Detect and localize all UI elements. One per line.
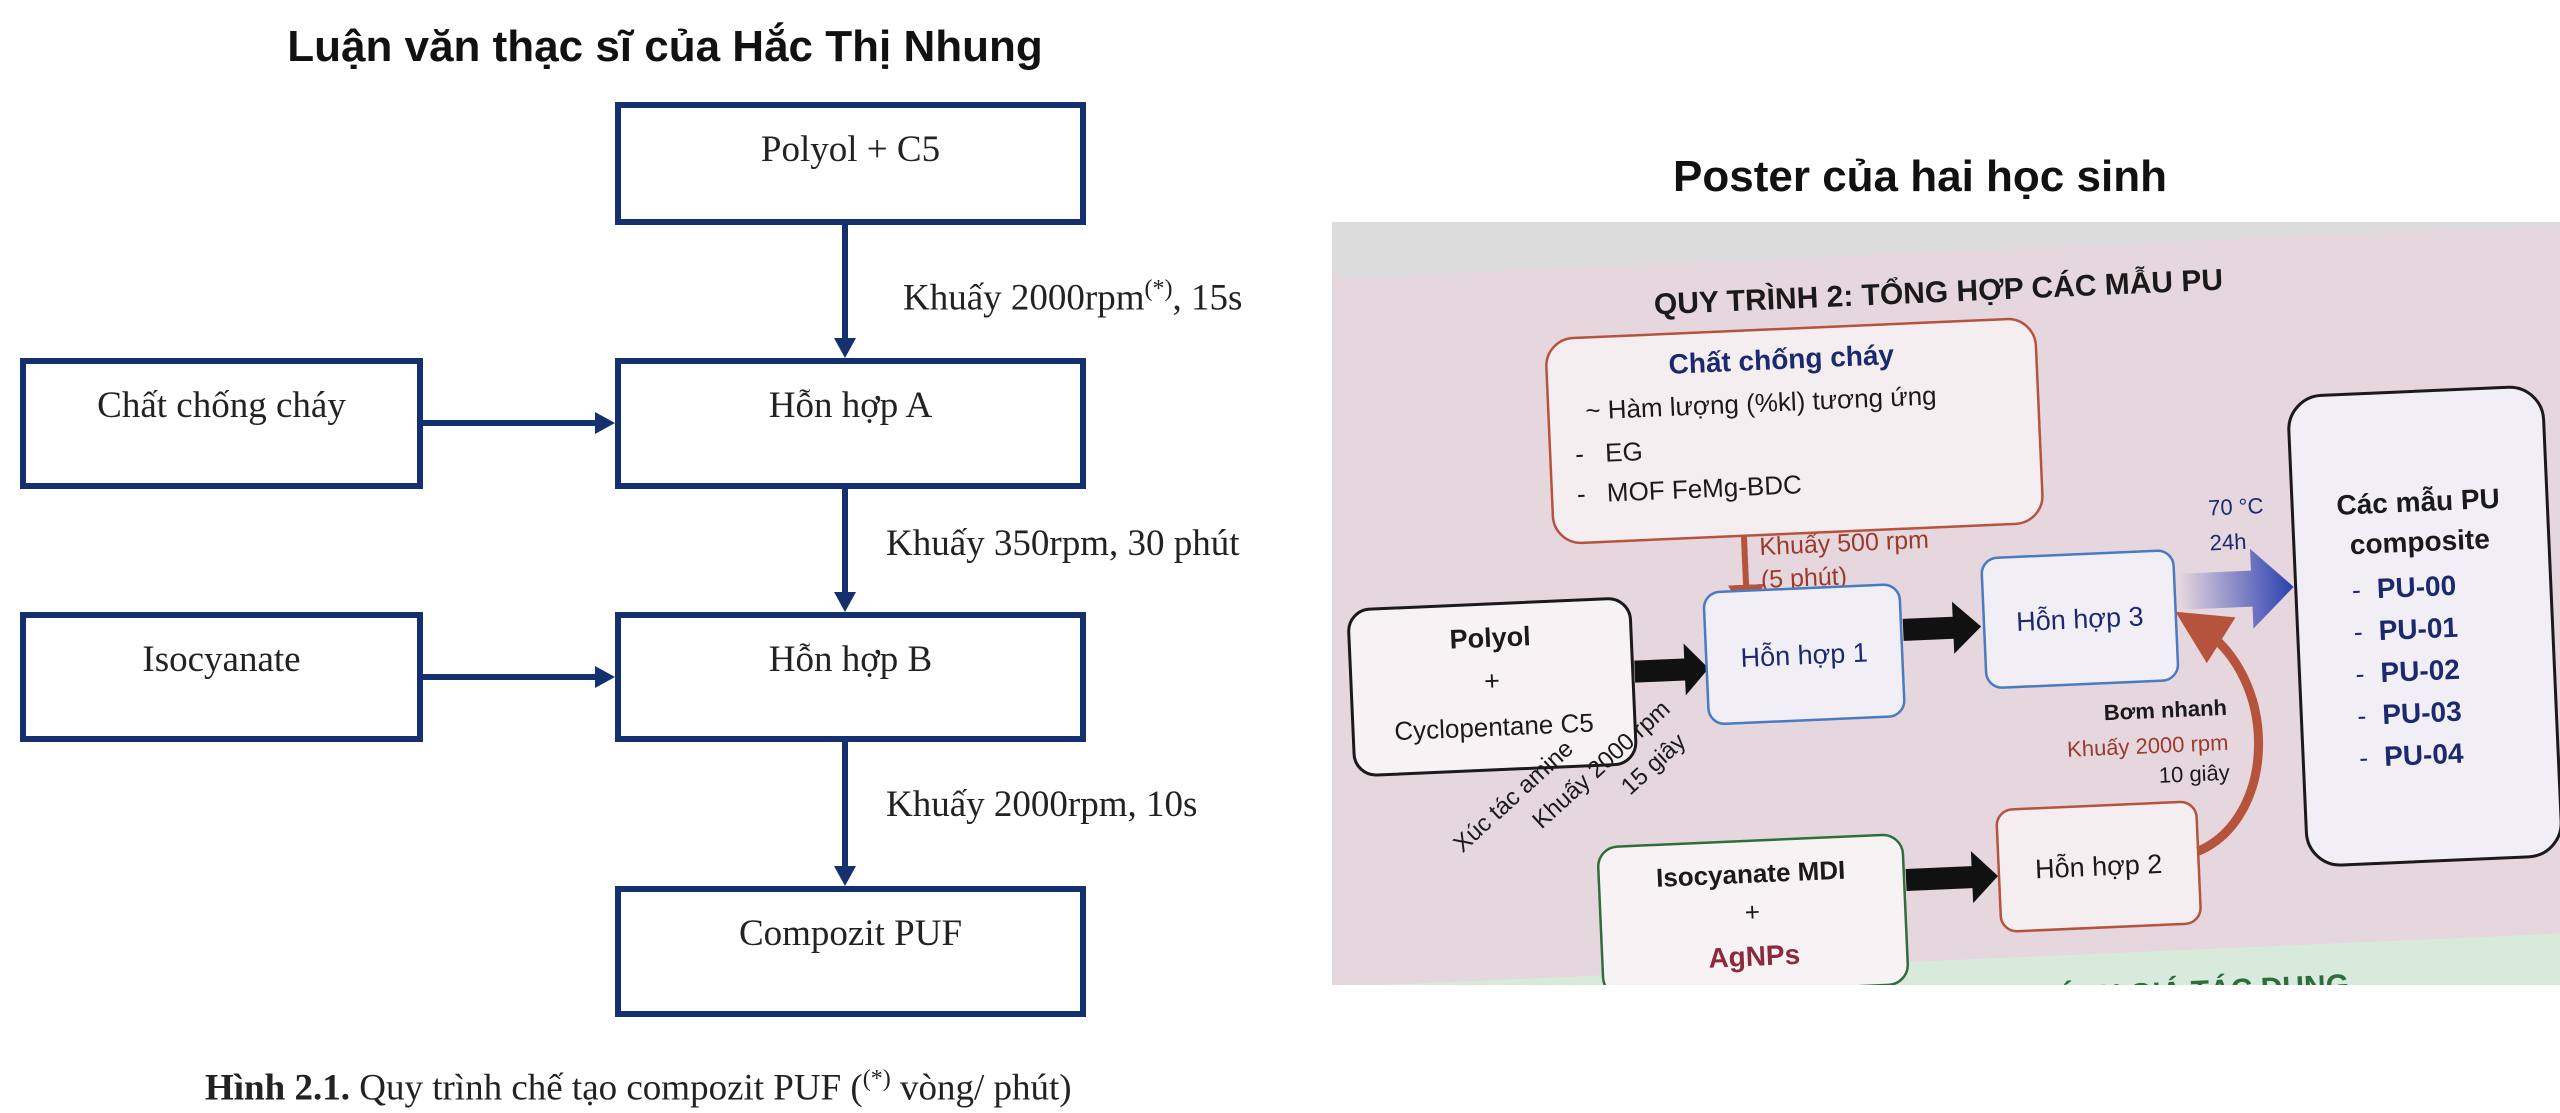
arrowhead-icon xyxy=(834,338,856,358)
dash-icon: - xyxy=(2359,743,2369,773)
pump-line2: 10 giây xyxy=(2158,760,2230,788)
result-line2: composite xyxy=(2349,523,2490,560)
mix1-label: Hỗn hợp 1 xyxy=(1740,636,1869,673)
pu-sample-item: PU-00 xyxy=(2376,570,2457,604)
step3-label: Khuấy 2000rpm, 10s xyxy=(886,784,1198,825)
arrowhead-icon xyxy=(595,412,615,434)
mix1-box xyxy=(1702,583,1906,726)
poster-svg: ÁNH GIÁ TÁC DỤNG QUY TRÌNH 2: TỔNG HỢP C… xyxy=(1277,222,2560,1069)
fire-box-item: EG xyxy=(1605,436,1644,468)
box-polyol-c5: Polyol + C5 xyxy=(615,102,1086,225)
arrow-fire-to-mix-a xyxy=(423,420,595,426)
box-label: Isocyanate xyxy=(142,639,301,680)
caption-sup: (*) xyxy=(862,1066,891,1092)
arrow-mix-b-to-product xyxy=(842,742,848,866)
caption-tail: vòng/ phút) xyxy=(890,1067,1072,1109)
cure-temp: 70 °C xyxy=(2208,493,2264,520)
mix3-label: Hỗn hợp 3 xyxy=(2016,600,2145,637)
box-product: Compozit PUF xyxy=(615,886,1086,1017)
polyol-plus: + xyxy=(1483,666,1500,697)
polyol-box xyxy=(1347,597,1638,777)
box-isocyanate: Isocyanate xyxy=(20,612,423,742)
step1-main: Khuấy 2000rpm xyxy=(903,277,1145,319)
pu-sample-item: PU-04 xyxy=(2383,738,2464,772)
dash-icon: - xyxy=(2355,659,2365,689)
box-label: Chất chống cháy xyxy=(97,385,346,426)
figure-caption: Hình 2.1. Quy trình chế tạo compozit PUF… xyxy=(205,1066,1072,1109)
dash-icon: - xyxy=(1576,479,1586,509)
box-label: Hỗn hợp A xyxy=(768,385,933,426)
left-heading: Luận văn thạc sĩ của Hắc Thị Nhung xyxy=(287,22,1043,71)
fire-retardant-box xyxy=(1545,317,2044,545)
dash-icon: - xyxy=(2353,617,2363,647)
iso-line2: AgNPs xyxy=(1708,939,1801,974)
arrow-mix3-to-result xyxy=(2178,548,2294,629)
mix2-label: Hỗn hợp 2 xyxy=(2034,848,2163,885)
arrow-mix-a-to-mix-b xyxy=(842,489,848,592)
arrow-isocyanate-to-mix-b xyxy=(423,674,595,680)
pu-sample-item: PU-02 xyxy=(2380,654,2461,688)
arrow-polyol-to-mix1 xyxy=(1634,643,1709,696)
result-box xyxy=(2287,385,2560,867)
box-label: Compozit PUF xyxy=(738,913,963,954)
poster-photo: ÁNH GIÁ TÁC DỤNG QUY TRÌNH 2: TỔNG HỢP C… xyxy=(1277,222,2560,1069)
pu-sample-list: -PU-00-PU-01-PU-02-PU-03-PU-04 xyxy=(2351,570,2464,773)
step1-label: Khuấy 2000rpm(*), 15s xyxy=(903,276,1242,319)
right-heading: Poster của hai học sinh xyxy=(1673,152,2167,201)
polyol-line1: Polyol xyxy=(1449,621,1531,655)
box-mix-a: Hỗn hợp A xyxy=(615,358,1086,489)
step1-tail: , 15s xyxy=(1172,277,1243,319)
box-fire-retardant: Chất chống cháy xyxy=(20,358,423,489)
dash-icon: - xyxy=(2357,701,2367,731)
arrowhead-icon xyxy=(834,592,856,612)
box-label: Polyol + C5 xyxy=(760,129,941,170)
result-line1: Các mẫu PU xyxy=(2336,483,2501,521)
step2-label: Khuấy 350rpm, 30 phút xyxy=(886,523,1240,564)
arrow-mix1-to-mix3 xyxy=(1902,601,1982,654)
box-mix-b: Hỗn hợp B xyxy=(615,612,1086,742)
arrow-polyol-to-mix-a xyxy=(842,225,848,340)
iso-plus: + xyxy=(1744,896,1760,927)
arrowhead-icon xyxy=(834,866,856,886)
pu-sample-item: PU-03 xyxy=(2382,696,2463,730)
arrow-mix2-to-mix3 xyxy=(2175,611,2264,856)
pump-title: Bơm nhanh xyxy=(2103,695,2227,725)
pu-sample-item: PU-01 xyxy=(2378,612,2459,646)
box-label: Hỗn hợp B xyxy=(768,639,933,680)
arrowhead-icon xyxy=(595,666,615,688)
caption-text: Quy trình chế tạo compozit PUF ( xyxy=(349,1067,863,1109)
dash-icon: - xyxy=(1575,439,1585,469)
dash-icon: - xyxy=(2351,575,2361,605)
cure-time: 24h xyxy=(2209,529,2247,556)
caption-label: Hình 2.1. xyxy=(205,1067,350,1109)
mix2-box xyxy=(1995,800,2202,933)
arrow-iso-to-mix2 xyxy=(1905,851,1999,904)
step1-sup: (*) xyxy=(1144,276,1173,302)
